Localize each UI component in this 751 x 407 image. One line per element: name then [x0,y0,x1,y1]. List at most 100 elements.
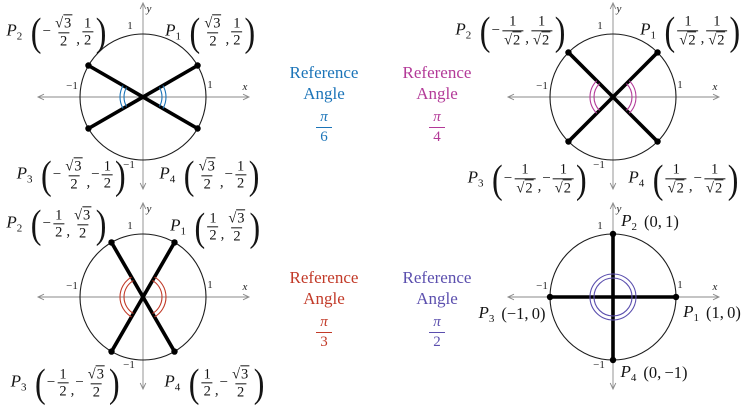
reference-angle-block-pi-3: Reference Angle π 3 [262,267,386,350]
x-axis-tick-label-1: 1 [207,79,213,91]
y-axis-name: y [146,3,152,15]
y-axis-tick-label-1: 1 [127,20,133,32]
reference-angle-fraction: π 3 [316,314,332,350]
fraction-denominator: 4 [429,126,445,146]
x-axis-tick-label-neg1: −1 [536,80,548,92]
x-axis-name: x [712,281,718,293]
axis-arrowhead [506,293,515,301]
reference-angle-arc [593,277,633,317]
axis-arrowhead [139,201,147,210]
axis-arrowhead [139,382,147,391]
point-dot-P4 [194,125,201,132]
point-dot-P4 [654,138,661,145]
reference-label-line2: Angle [416,84,458,103]
point-dot-P2 [609,230,617,238]
point-dot-P1 [654,49,661,56]
reference-label-line1: Reference [289,268,359,287]
reference-angle-block-pi-6: Reference Angle π 6 [262,62,386,145]
point-dot-P4 [609,356,617,364]
reference-angle-arc [589,273,637,321]
reference-angle-arc [123,280,134,314]
unit-circle-panel-pi-6: 1 −1 1 −1 x y [36,1,251,191]
reference-angle-block-pi-4: Reference Angle π 4 [375,62,499,145]
unit-circle [79,33,207,161]
point-dot-P1 [672,293,680,301]
point-dot-P1 [194,62,201,69]
reference-angle-arc [154,276,167,318]
reference-angle-block-pi-2: Reference Angle π 2 [375,267,499,350]
point-dot-P3 [546,293,554,301]
unit-circle [79,233,207,361]
reference-angle-arc [158,87,163,107]
y-axis-tick-label-1: 1 [127,220,133,232]
axis-arrowhead [609,182,617,191]
axis-arrowhead [36,293,45,301]
unit-circle [549,33,677,161]
point-dot-P2 [108,239,115,246]
reference-label-line1: Reference [402,268,472,287]
reference-angle-arc [119,276,132,318]
reference-angle-arc [628,80,637,114]
y-axis-tick-label-1: 1 [597,20,603,32]
reference-label-line2: Angle [416,289,458,308]
fraction-numerator: π [433,314,441,330]
terminal-side-chord [567,51,659,143]
x-axis-name: x [242,81,248,93]
x-axis-tick-label-neg1: −1 [66,80,78,92]
axis-arrowhead [609,201,617,210]
axis-arrowhead [506,93,515,101]
y-axis-name: y [616,3,622,15]
reference-angle-arc [123,87,128,107]
x-axis-tick-label-neg1: −1 [66,280,78,292]
x-axis-name: x [242,281,248,293]
fraction-numerator: π [320,109,328,125]
reference-angle-fraction: π 6 [316,109,332,145]
axis-arrowhead [609,382,617,391]
y-axis-tick-label-neg1: −1 [593,359,605,371]
reference-angle-arc [626,83,633,111]
x-axis-tick-label-1: 1 [677,79,683,91]
unit-circle-panel-pi-4: 1 −1 1 −1 x y [506,1,721,191]
point-dot-P3 [85,125,92,132]
y-axis-name: y [616,203,622,215]
axis-arrowhead [242,93,251,101]
fraction-numerator: π [320,314,328,330]
fraction-denominator: 2 [429,331,445,351]
y-axis-tick-label-neg1: −1 [593,159,605,171]
terminal-side-chord [87,63,199,131]
reference-label-line2: Angle [303,289,345,308]
axis-arrowhead [36,93,45,101]
point-dot-P3 [565,138,572,145]
terminal-side-chord [109,241,177,353]
unit-circle-panel-pi-2: 1 −1 1 −1 x y [506,201,721,391]
reference-angle-fraction: π 4 [429,109,445,145]
axis-arrowhead [139,1,147,10]
reference-label-line1: Reference [402,63,472,82]
point-dot-P2 [565,49,572,56]
axis-arrowhead [609,1,617,10]
x-axis-name: x [712,81,718,93]
fraction-numerator: π [433,109,441,125]
x-axis-tick-label-neg1: −1 [536,280,548,292]
x-axis-tick-label-1: 1 [677,279,683,291]
axis-arrowhead [242,293,251,301]
y-axis-tick-label-neg1: −1 [123,159,135,171]
reference-angle-arc [152,280,163,314]
point-dot-P3 [108,348,115,355]
reference-angle-arc [162,85,167,109]
reference-angle-fraction: π 2 [429,314,445,350]
axis-arrowhead [712,93,721,101]
point-dot-P1 [171,239,178,246]
reference-angle-arc [589,80,598,114]
reference-label-line2: Angle [303,84,345,103]
axis-arrowhead [712,293,721,301]
point-dot-P2 [85,62,92,69]
y-axis-tick-label-neg1: −1 [123,359,135,371]
reference-angle-arc [119,85,124,109]
fraction-denominator: 3 [316,331,332,351]
x-axis-tick-label-1: 1 [207,279,213,291]
y-axis-tick-label-1: 1 [597,220,603,232]
reference-angle-arc [593,83,600,111]
